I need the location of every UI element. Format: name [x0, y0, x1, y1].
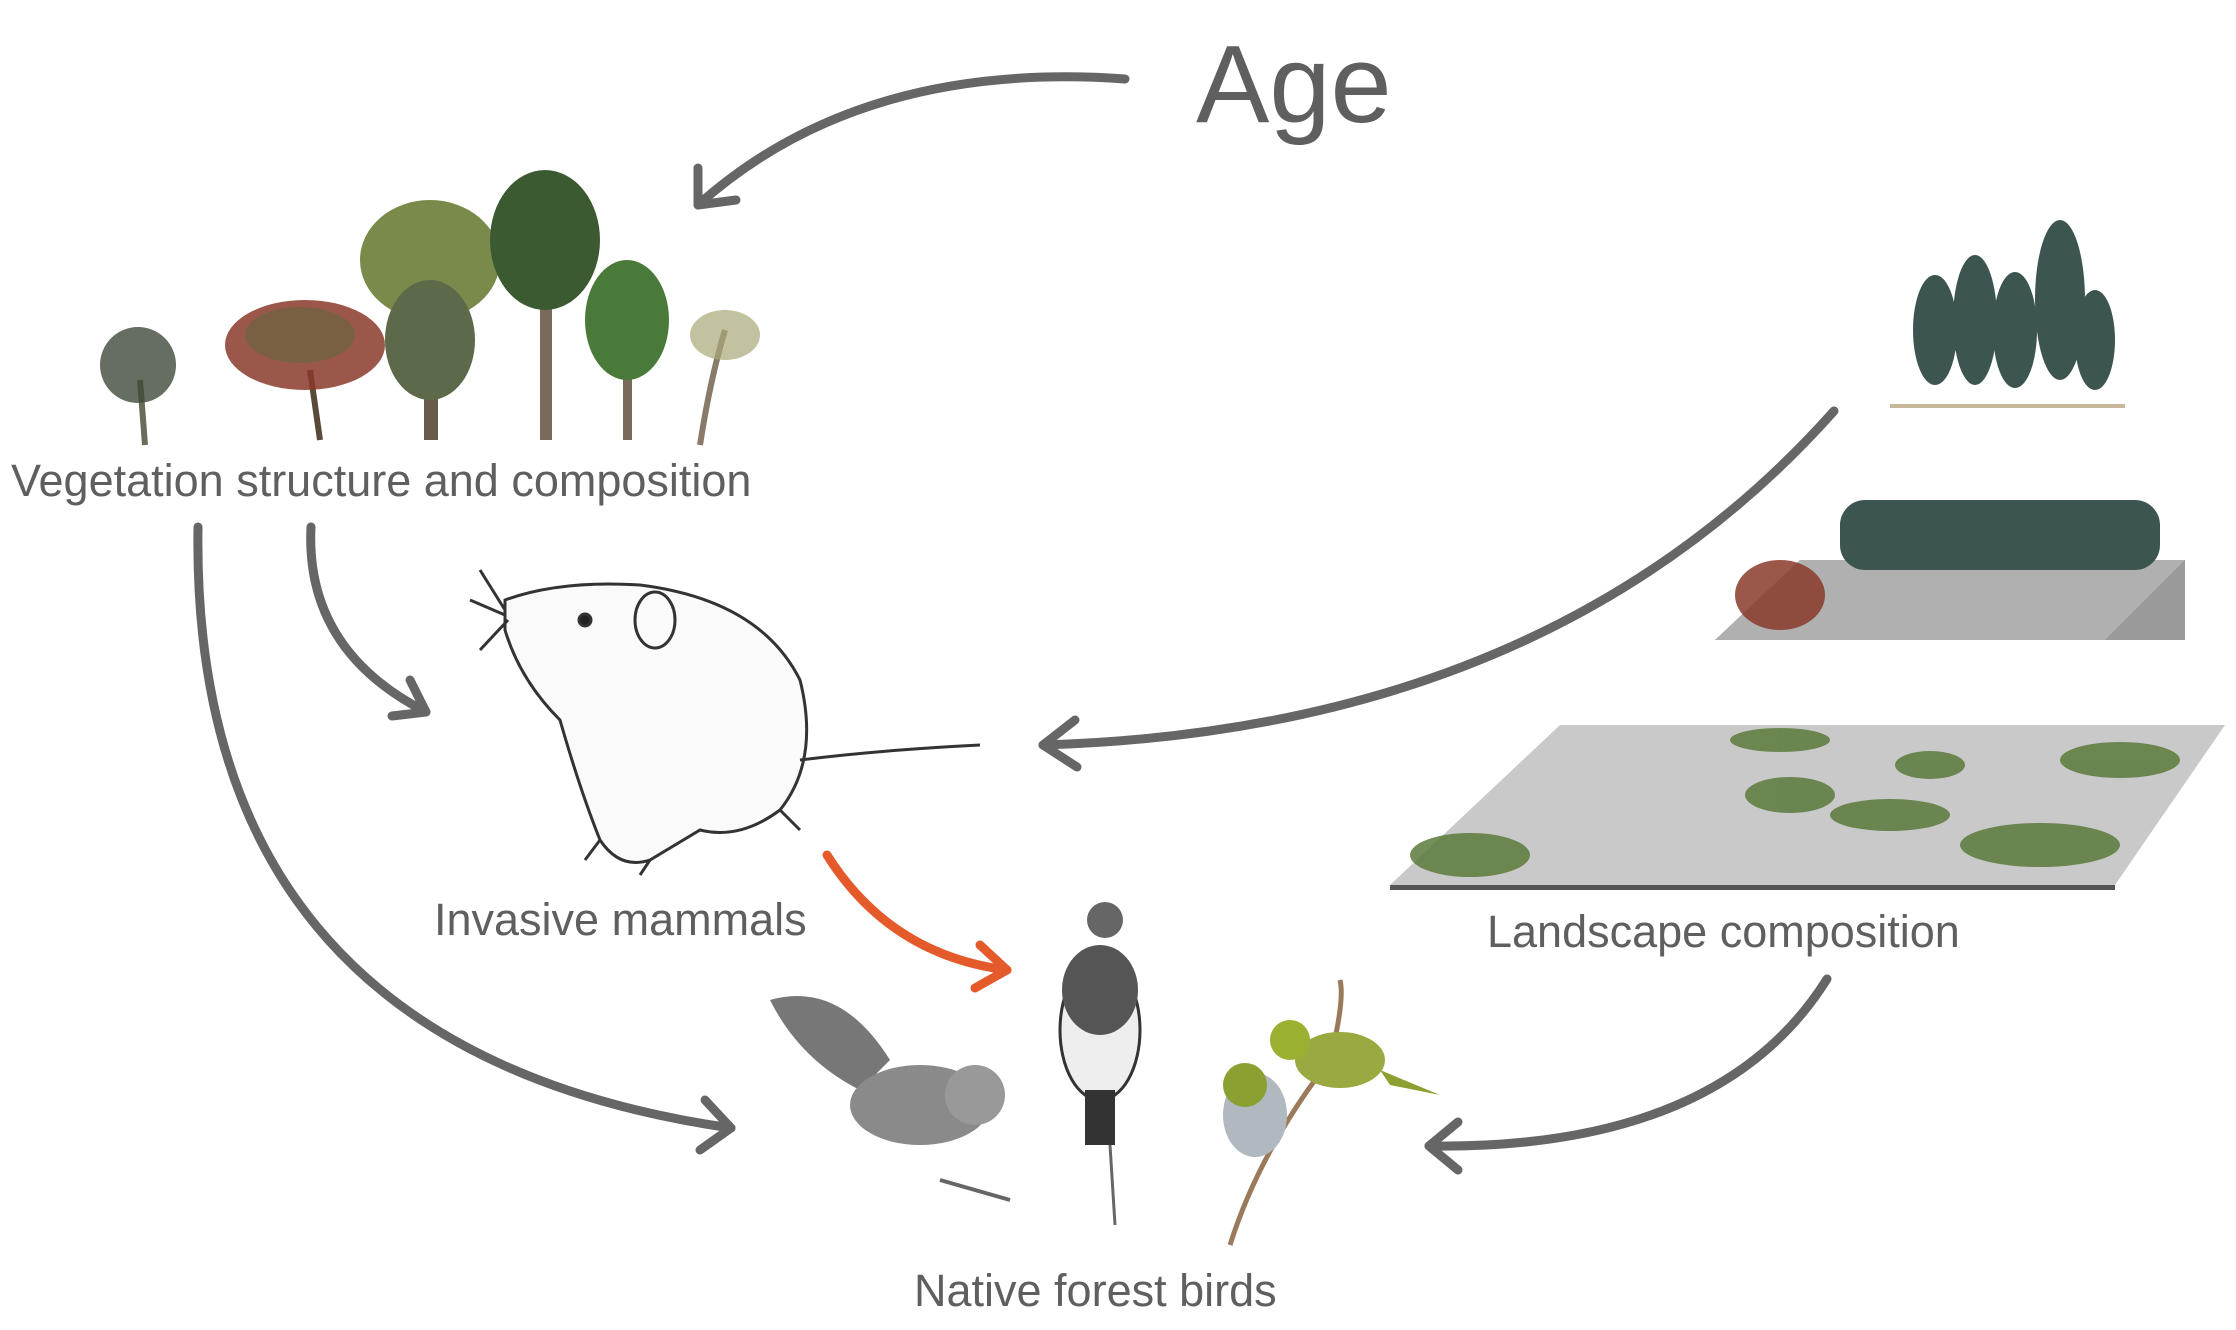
arrow-age-to-vegetation: [693, 72, 1130, 210]
plantation-forest-illustration: [1890, 220, 2125, 408]
arrow-landscape-to-birds: [1424, 974, 1832, 1175]
age-label: Age: [1196, 23, 1392, 146]
silvereye-bird-icon: [1223, 979, 1440, 1246]
podocarp-tree-icon: [490, 170, 600, 440]
vegetation-label: Vegetation structure and composition: [11, 455, 751, 506]
broadleaf-tree-icon: [360, 200, 500, 440]
conifer-tree-icon: [585, 260, 669, 440]
mammals-label: Invasive mammals: [434, 894, 807, 945]
fantail-bird-icon: [770, 996, 1011, 1202]
cabbage-tree-icon: [100, 327, 176, 446]
kereru-bird-icon: [1058, 902, 1142, 1226]
dracophyllum-tree-icon: [690, 310, 760, 446]
arrow-mammals-to-birds: [822, 850, 1012, 993]
birds-label: Native forest birds: [914, 1265, 1277, 1316]
arrow-vegetation-to-birds: [193, 522, 736, 1155]
landscape-mosaic-illustration: [1390, 725, 2225, 890]
rat-illustration: [469, 569, 981, 876]
arrow-vegetation-to-mammals: [306, 522, 431, 721]
pohutukawa-tree-icon: [225, 300, 385, 441]
birds-illustration: [770, 902, 1440, 1246]
landscape-label: Landscape composition: [1487, 906, 1960, 957]
arrow-landscape-to-mammals: [1038, 406, 1839, 772]
forest-edge-illustration: [1715, 500, 2185, 640]
vegetation-illustration: [100, 170, 760, 446]
